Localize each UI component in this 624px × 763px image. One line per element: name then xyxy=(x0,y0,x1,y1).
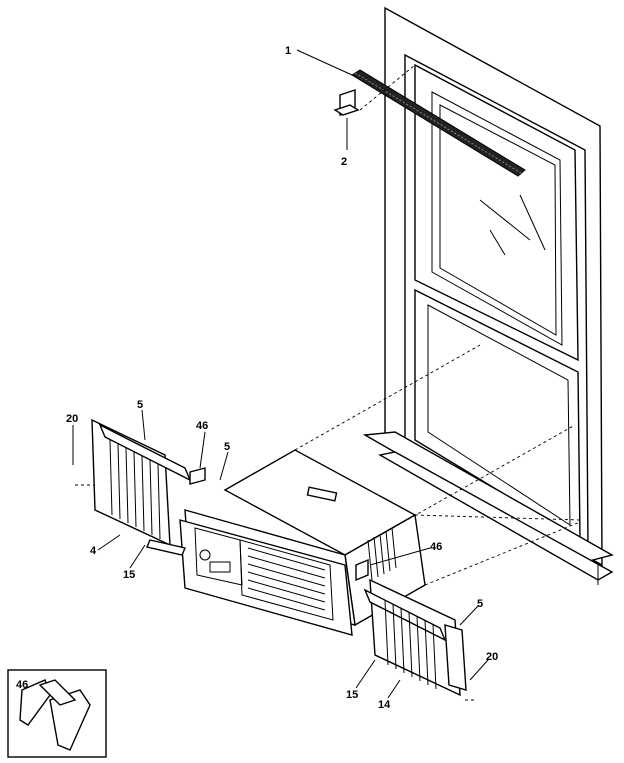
alignment-lines xyxy=(75,64,581,701)
foam-seal-strip xyxy=(351,69,526,177)
label-part-46-inset: 46 xyxy=(16,679,28,691)
part-labels: 1 2 20 5 46 5 4 15 46 5 20 15 14 46 xyxy=(16,45,498,711)
label-part-5-center: 5 xyxy=(224,441,230,453)
label-part-5-right: 5 xyxy=(477,598,483,610)
clip-part-left xyxy=(189,467,206,485)
label-part-4: 4 xyxy=(90,545,97,557)
mounting-bracket xyxy=(333,89,360,116)
label-part-15-right: 15 xyxy=(346,689,358,701)
label-part-2: 2 xyxy=(341,156,347,168)
left-curtain-pleats xyxy=(109,439,161,540)
window-frame xyxy=(362,6,614,585)
inset-detail-box xyxy=(7,669,107,758)
label-part-15-left: 15 xyxy=(123,569,135,581)
label-part-20-right: 20 xyxy=(486,651,498,663)
label-part-14: 14 xyxy=(378,699,391,711)
left-side-curtain xyxy=(91,418,192,556)
front-grille xyxy=(247,547,326,611)
label-part-1: 1 xyxy=(285,45,291,57)
leader-lines xyxy=(72,49,489,699)
label-part-46-top: 46 xyxy=(196,420,208,432)
right-curtain-pleats xyxy=(384,599,437,690)
label-part-46-right: 46 xyxy=(430,541,442,553)
ac-cabinet xyxy=(179,449,426,636)
label-part-20-left: 20 xyxy=(66,413,78,425)
clip-part-right xyxy=(355,558,369,582)
right-side-curtain xyxy=(363,578,467,697)
label-part-5-left: 5 xyxy=(137,399,143,411)
side-vents xyxy=(367,527,397,581)
